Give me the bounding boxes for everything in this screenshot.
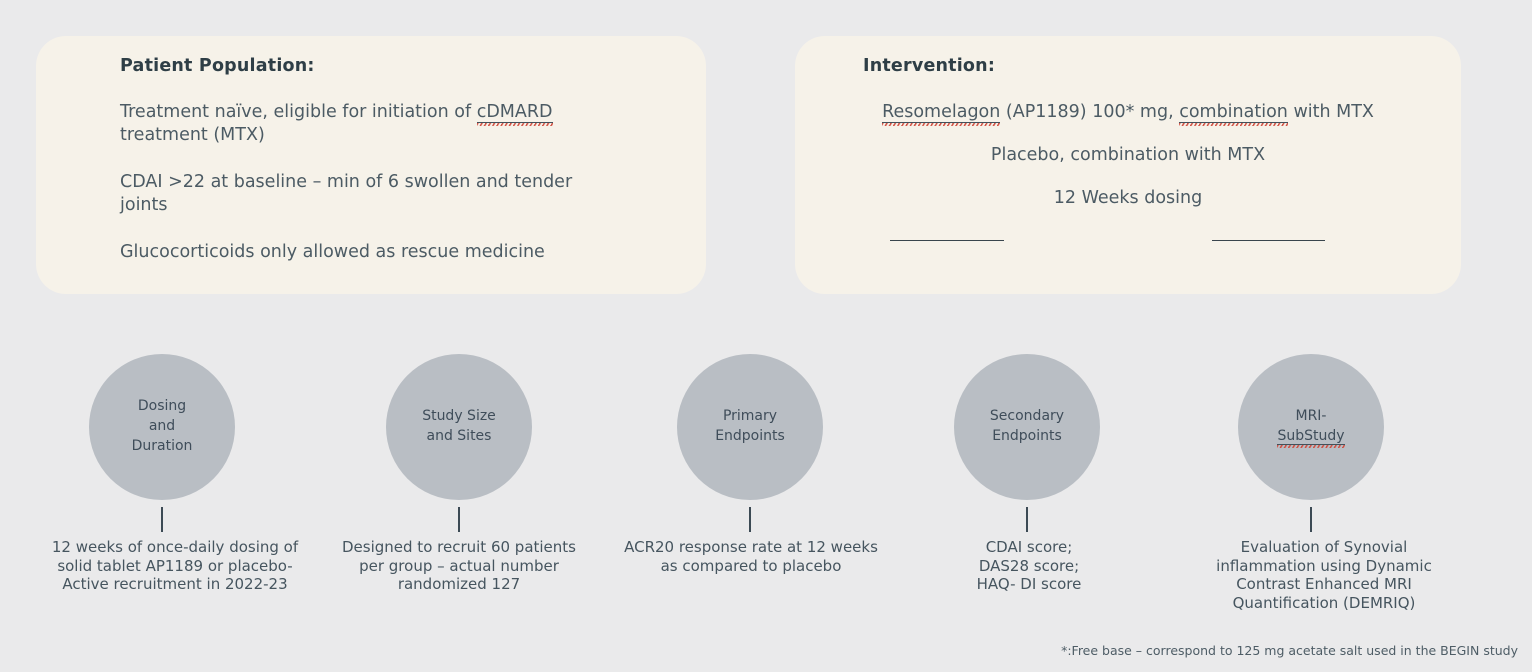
footnote-free-base: *:Free base – correspond to 125 mg aceta… (1061, 643, 1518, 658)
patient-population-title: Patient Population: (120, 56, 315, 76)
paragraph-resomelagon: Resomelagon (AP1189) 100* mg, combinatio… (795, 101, 1461, 124)
connector-tick (161, 507, 163, 532)
circle-label: Primary Endpoints (715, 408, 785, 444)
paragraph-placebo: Placebo, combination with MTX (990, 144, 1266, 165)
circle-mri-substudy: MRI- SubStudy (1238, 354, 1384, 500)
caption-primary-endpoints: ACR20 response rate at 12 weeks as compa… (624, 538, 878, 575)
patient-population-panel: Patient Population: Treatment naïve, eli… (36, 36, 706, 294)
paragraph-treatment-naive: Treatment naïve, eligible for initiation… (120, 101, 662, 147)
intervention-title: Intervention: (863, 56, 996, 76)
flagged-word-combination: combination (1179, 102, 1288, 123)
circle-label: Secondary Endpoints (989, 408, 1065, 444)
connector-tick (749, 507, 751, 532)
text-segment: treatment (MTX) (120, 124, 265, 145)
connector-tick (458, 507, 460, 532)
paragraph-glucocorticoids: Glucocorticoids only allowed as rescue m… (120, 241, 545, 262)
flagged-word-substudy: SubStudy (1277, 428, 1345, 445)
circle-label: Study Size and Sites (422, 408, 496, 444)
circle-label: MRI- SubStudy (1277, 407, 1345, 447)
connector-tick (1026, 507, 1028, 532)
intervention-panel: Intervention: Resomelagon (AP1189) 100* … (795, 36, 1461, 294)
caption-mri-substudy: Evaluation of Synovial inflammation usin… (1216, 538, 1432, 612)
circle-label: Dosing and Duration (131, 398, 193, 454)
blank-underline-right (1212, 240, 1325, 241)
caption-dosing-and-duration: 12 weeks of once-daily dosing of solid t… (51, 538, 299, 594)
text-segment: (AP1189) 100* mg, (1000, 102, 1180, 122)
caption-secondary-endpoints: CDAI score; DAS28 score; HAQ- DI score (976, 538, 1082, 594)
blank-underline-left (890, 240, 1004, 241)
circle-secondary-endpoints: Secondary Endpoints (954, 354, 1100, 500)
flagged-word-cdmard: cDMARD (476, 102, 553, 123)
circle-study-size-and-sites: Study Size and Sites (386, 354, 532, 500)
text-segment: MRI- (1295, 408, 1327, 425)
connector-tick (1310, 507, 1312, 532)
text-segment: Treatment naïve, eligible for initiation… (120, 102, 477, 122)
caption-study-size-and-sites: Designed to recruit 60 patients per grou… (342, 538, 576, 594)
flagged-word-resomelagon: Resomelagon (882, 102, 1001, 123)
circle-dosing-and-duration: Dosing and Duration (89, 354, 235, 500)
paragraph-dosing-weeks: 12 Weeks dosing (1053, 187, 1203, 208)
text-segment: with MTX (1287, 102, 1374, 122)
paragraph-cdai-baseline: CDAI >22 at baseline – min of 6 swollen … (120, 171, 573, 215)
circle-primary-endpoints: Primary Endpoints (677, 354, 823, 500)
